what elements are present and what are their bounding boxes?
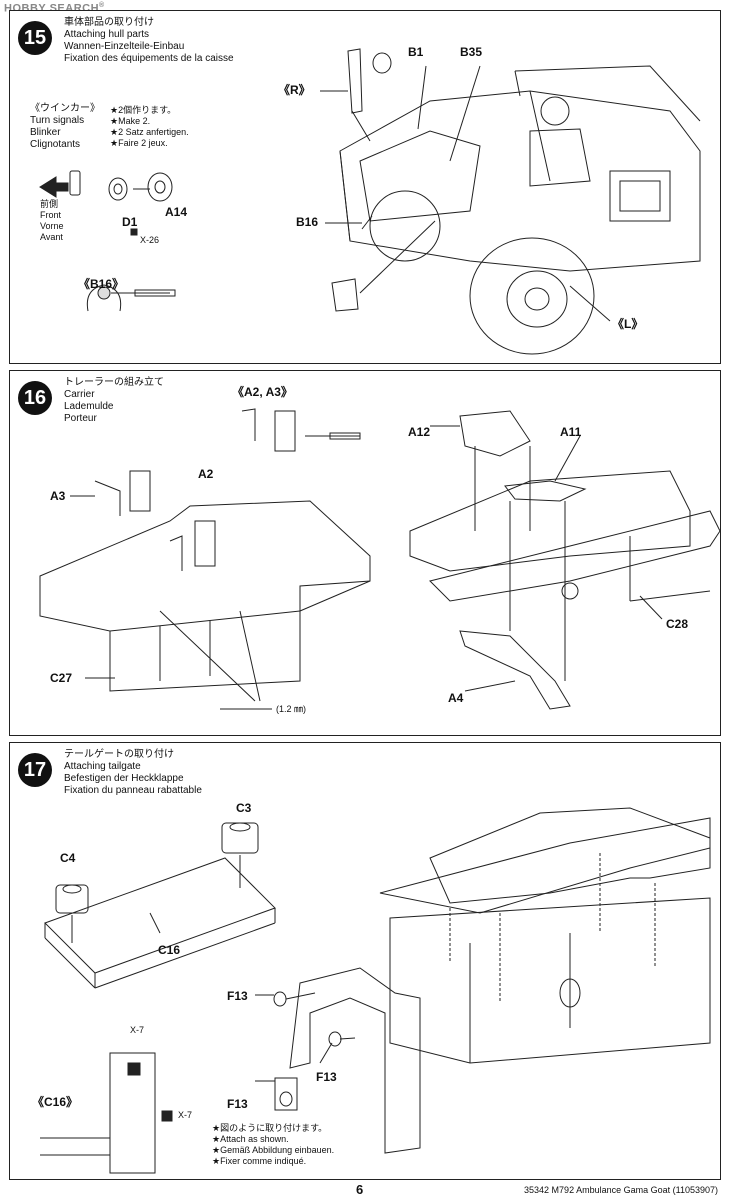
part-label-x26: X-26 [140, 235, 160, 245]
screw-label-x7: X-7 [130, 1025, 145, 1035]
part-label-b16: B16 [296, 215, 319, 229]
part-label-a2: A2 [198, 467, 214, 481]
part-label-a11: A11 [560, 425, 582, 439]
part-label-f13: F13 [227, 989, 248, 1003]
part-label-d1: D1 [122, 215, 138, 229]
part-label-b1: B1 [408, 45, 424, 59]
make-two-note: ★2個作ります。 ★Make 2. ★2 Satz anfertigen. ★F… [110, 105, 189, 148]
page-number: 6 [356, 1182, 364, 1197]
step-16-illustration [39, 408, 720, 710]
turn-signals-caption: 《ウインカー》 Turn signals Blinker Clignotants [30, 103, 100, 150]
part-label-c4: C4 [60, 851, 76, 865]
detail-label-a2-a3: 《A2, A3》 [232, 385, 293, 399]
step-16-panel: 16 トレーラーの組み立て Carrier Lademulde Porteur … [9, 370, 721, 736]
product-code: 35342 M792 Ambulance Gama Goat (11053907… [524, 1185, 718, 1195]
part-label-a4: A4 [448, 691, 464, 705]
step-number-badge: 17 [18, 753, 52, 787]
part-label-f13: F13 [316, 1070, 337, 1084]
screw-label-x7: X-7 [178, 1110, 193, 1120]
detail-label-c16: 《C16》 [32, 1095, 79, 1109]
part-label-b35: B35 [460, 45, 483, 59]
step-17-panel: 17 テールゲートの取り付け Attaching tailgate Befest… [9, 742, 721, 1180]
step-15-illustration [39, 48, 701, 355]
screw-icon [130, 228, 138, 236]
step-title: トレーラーの組み立て Carrier Lademulde Porteur [64, 377, 164, 424]
part-label-c3: C3 [236, 801, 252, 815]
step-17-illustration [40, 807, 711, 1174]
step-title: 車体部品の取り付け Attaching hull parts Wannen-Ei… [64, 17, 234, 64]
step-number-badge: 16 [18, 381, 52, 415]
part-label-a12: A12 [408, 425, 431, 439]
drill-size-note: (1.2 ㎜) [276, 704, 307, 714]
step-15-panel: 15 車体部品の取り付け Attaching hull parts Wannen… [9, 10, 721, 364]
side-label-l: 《L》 [612, 317, 644, 331]
part-label-c16: C16 [158, 943, 181, 957]
part-label-c28: C28 [666, 617, 689, 631]
step-title: テールゲートの取り付け Attaching tailgate Befestige… [64, 749, 202, 796]
front-caption: 前側 Front Vorne Avant [40, 199, 64, 242]
part-label-a14: A14 [165, 205, 188, 219]
attach-note: ★図のように取り付けます。 ★Attach as shown. ★Gemäß A… [212, 1123, 335, 1166]
part-label-a3: A3 [50, 489, 66, 503]
step-number-badge: 15 [18, 21, 52, 55]
side-label-r: 《R》 [278, 83, 311, 97]
part-label-f13: F13 [227, 1097, 248, 1111]
detail-label-b16: 《B16》 [78, 277, 125, 291]
part-label-c27: C27 [50, 671, 73, 685]
